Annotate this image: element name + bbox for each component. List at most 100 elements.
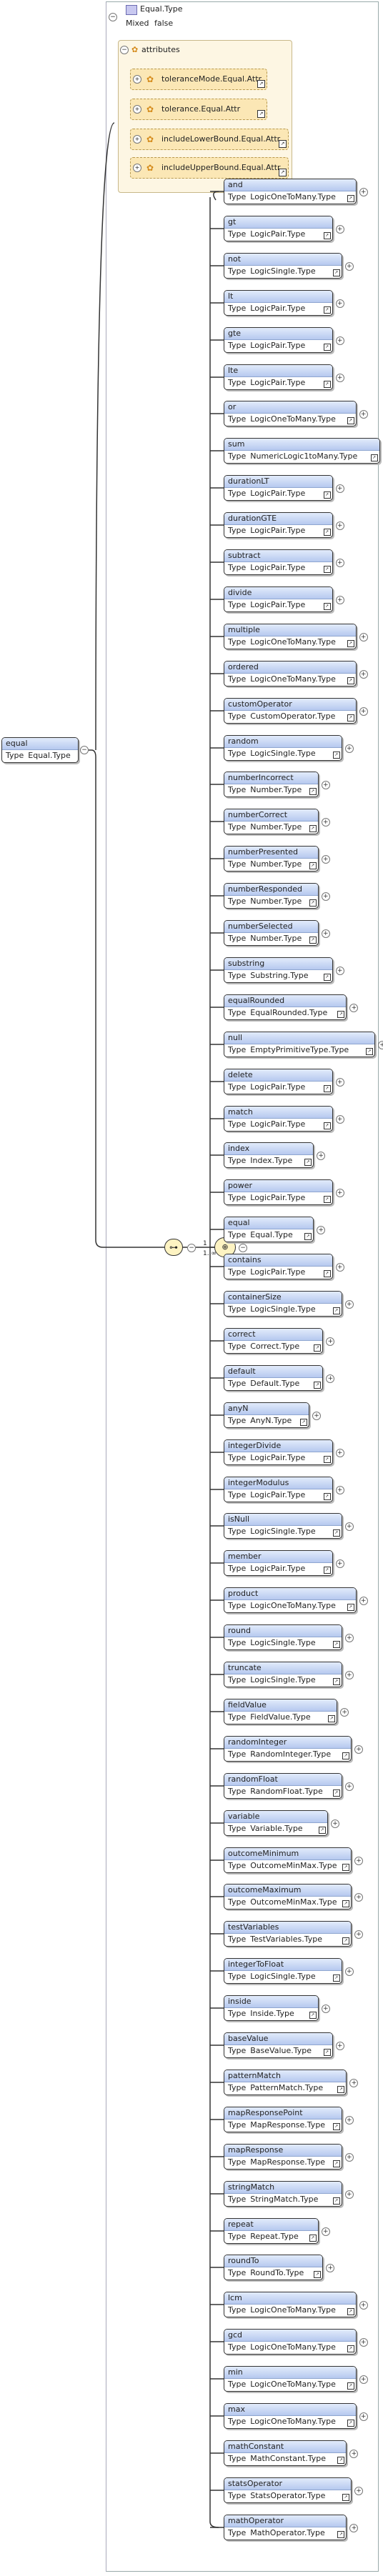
element-link-icon[interactable]: ↗ bbox=[342, 1864, 349, 1871]
element-link-icon[interactable]: ↗ bbox=[347, 1604, 354, 1611]
element-link-icon[interactable]: ↗ bbox=[323, 1085, 331, 1092]
element-expand-toggle[interactable]: + bbox=[344, 1671, 354, 1679]
attribute-toggle[interactable]: + bbox=[133, 105, 141, 114]
element-link-icon[interactable]: ↗ bbox=[342, 1900, 349, 1907]
attribute-link-icon[interactable]: ↗ bbox=[257, 80, 265, 88]
element-link-icon[interactable]: ↗ bbox=[347, 714, 354, 722]
element-expand-toggle[interactable]: + bbox=[349, 1004, 359, 1012]
element-expand-toggle[interactable]: + bbox=[335, 225, 344, 234]
element-link-icon[interactable]: ↗ bbox=[323, 1567, 331, 1574]
element-link-icon[interactable]: ↗ bbox=[323, 1493, 331, 1500]
attribute-toggle[interactable]: + bbox=[133, 135, 141, 144]
element-link-icon[interactable]: ↗ bbox=[366, 1048, 373, 1055]
element-expand-toggle[interactable]: + bbox=[321, 929, 330, 938]
element-link-icon[interactable]: ↗ bbox=[323, 491, 331, 499]
element-link-icon[interactable]: ↗ bbox=[347, 2420, 354, 2427]
element-expand-toggle[interactable]: + bbox=[335, 1263, 344, 1272]
element-expand-toggle[interactable]: + bbox=[321, 855, 330, 864]
element-expand-toggle[interactable]: + bbox=[344, 2153, 354, 2162]
element-link-icon[interactable]: ↗ bbox=[304, 1233, 312, 1240]
element-expand-toggle[interactable]: + bbox=[359, 188, 368, 196]
element-link-icon[interactable]: ↗ bbox=[347, 2308, 354, 2315]
element-expand-toggle[interactable]: + bbox=[359, 707, 368, 716]
element-link-icon[interactable]: ↗ bbox=[309, 937, 317, 944]
element-expand-toggle[interactable]: + bbox=[359, 2375, 368, 2384]
element-expand-toggle[interactable]: + bbox=[344, 1782, 354, 1791]
element-link-icon[interactable]: ↗ bbox=[337, 2531, 345, 2538]
element-expand-toggle[interactable]: + bbox=[344, 2116, 354, 2125]
element-link-icon[interactable]: ↗ bbox=[332, 752, 340, 759]
attribute-item[interactable]: +✿includeUpperBound.Equal.Attr↗ bbox=[130, 157, 289, 179]
element-link-icon[interactable]: ↗ bbox=[323, 974, 331, 981]
root-expand-toggle[interactable]: − bbox=[80, 746, 89, 754]
element-expand-toggle[interactable]: + bbox=[317, 1226, 326, 1234]
element-expand-toggle[interactable]: + bbox=[344, 1300, 354, 1309]
element-expand-toggle[interactable]: + bbox=[344, 2190, 354, 2199]
element-link-icon[interactable]: ↗ bbox=[323, 1196, 331, 1203]
element-link-icon[interactable]: ↗ bbox=[323, 1270, 331, 1277]
element-link-icon[interactable]: ↗ bbox=[323, 603, 331, 610]
element-expand-toggle[interactable]: + bbox=[317, 1152, 326, 1160]
attributes-collapse-toggle[interactable]: − bbox=[120, 46, 129, 54]
element-link-icon[interactable]: ↗ bbox=[323, 2049, 331, 2056]
element-expand-toggle[interactable]: + bbox=[354, 1857, 363, 1865]
element-expand-toggle[interactable]: + bbox=[359, 2301, 368, 2310]
element-expand-toggle[interactable]: + bbox=[335, 1559, 344, 1568]
element-expand-toggle[interactable]: + bbox=[359, 670, 368, 679]
element-expand-toggle[interactable]: + bbox=[326, 1337, 335, 1346]
element-expand-toggle[interactable]: + bbox=[354, 2487, 363, 2495]
element-link-icon[interactable]: ↗ bbox=[309, 788, 317, 795]
element-link-icon[interactable]: ↗ bbox=[337, 2457, 345, 2464]
element-link-icon[interactable]: ↗ bbox=[332, 1307, 340, 1314]
element-expand-toggle[interactable]: + bbox=[359, 633, 368, 641]
element-link-icon[interactable]: ↗ bbox=[323, 1122, 331, 1129]
element-expand-toggle[interactable]: + bbox=[349, 2079, 359, 2087]
element-expand-toggle[interactable]: + bbox=[349, 2524, 359, 2532]
element-link-icon[interactable]: ↗ bbox=[314, 1344, 322, 1352]
element-link-icon[interactable]: ↗ bbox=[314, 1382, 322, 1389]
element-link-icon[interactable]: ↗ bbox=[347, 2345, 354, 2352]
element-expand-toggle[interactable]: + bbox=[335, 299, 344, 308]
element-expand-toggle[interactable]: + bbox=[335, 1449, 344, 1457]
element-expand-toggle[interactable]: + bbox=[344, 1522, 354, 1531]
element-expand-toggle[interactable]: + bbox=[359, 2412, 368, 2421]
sequence-compositor-icon[interactable]: ⊶ bbox=[164, 1239, 183, 1256]
